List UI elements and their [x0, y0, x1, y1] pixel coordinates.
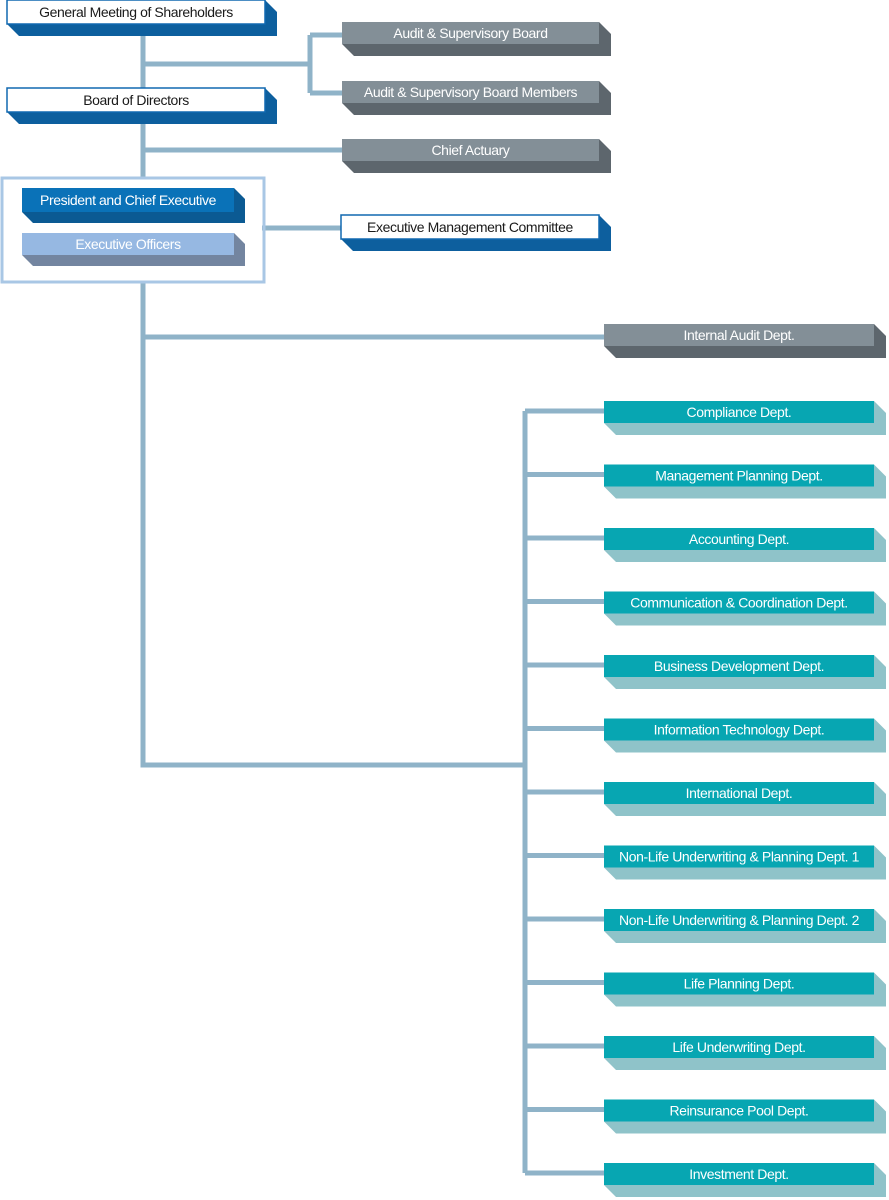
box-audit-board-depth [342, 22, 611, 56]
box-department-13-face [604, 1163, 874, 1185]
box-department-4-label: Communication & Coordination Dept. [630, 595, 848, 611]
box-audit-members-label: Audit & Supervisory Board Members [364, 84, 578, 100]
box-department-3: Accounting Dept. [604, 528, 886, 562]
box-president-label: President and Chief Executive [40, 192, 217, 208]
box-audit-board-face [342, 22, 599, 44]
box-department-7-label: International Dept. [686, 785, 793, 801]
box-board-of-directors: Board of Directors [6, 87, 277, 124]
box-department-9-depth [604, 909, 886, 943]
box-chief-actuary: Chief Actuary [342, 139, 611, 173]
box-general-meeting-face [6, 0, 266, 25]
box-general-meeting-label: General Meeting of Shareholders [39, 4, 233, 20]
box-department-1-label: Compliance Dept. [687, 404, 792, 420]
box-department-3-face [604, 528, 874, 550]
box-department-12: Reinsurance Pool Dept. [604, 1099, 886, 1134]
box-department-13-depth [604, 1163, 886, 1197]
box-department-10-depth [604, 972, 886, 1007]
box-department-4-face [604, 591, 874, 614]
box-department-1-face [604, 401, 874, 423]
box-chief-actuary-depth [342, 139, 611, 173]
box-department-8: Non-Life Underwriting & Planning Dept. 1 [604, 845, 886, 880]
box-department-11-face [604, 1036, 874, 1058]
connector-lines [140, 30, 604, 1176]
box-executive-officers-face [22, 233, 234, 255]
box-department-9-label: Non-Life Underwriting & Planning Dept. 2 [619, 912, 860, 928]
box-department-8-depth [604, 845, 886, 880]
box-president-face [22, 188, 234, 212]
box-department-11-depth [604, 1036, 886, 1070]
box-executive-officers-label: Executive Officers [75, 236, 181, 252]
box-department-6-label: Information Technology Dept. [654, 722, 825, 738]
box-department-5-label: Business Development Dept. [654, 658, 824, 674]
box-audit-members-face [342, 81, 599, 103]
box-department-7: International Dept. [604, 782, 886, 816]
box-executive-committee-face [340, 214, 600, 240]
connector-main-trunk [140, 282, 525, 768]
box-board-of-directors-depth [7, 88, 277, 124]
box-executive-officers: Executive Officers [22, 233, 245, 266]
box-department-2: Management Planning Dept. [604, 464, 886, 499]
box-department-6-depth [604, 718, 886, 753]
box-board-of-directors-label: Board of Directors [83, 92, 189, 108]
box-department-7-depth [604, 782, 886, 816]
box-department-4: Communication & Coordination Dept. [604, 591, 886, 626]
box-executive-officers-depth [22, 233, 245, 266]
box-department-10: Life Planning Dept. [604, 972, 886, 1007]
box-general-meeting-depth [7, 0, 277, 36]
box-department-3-label: Accounting Dept. [689, 531, 789, 547]
executive-group-frame [0, 176, 266, 284]
box-department-2-depth [604, 464, 886, 499]
box-audit-board: Audit & Supervisory Board [342, 22, 611, 56]
box-department-11: Life Underwriting Dept. [604, 1036, 886, 1070]
box-department-8-face [604, 845, 874, 868]
box-internal-audit-depth [604, 324, 886, 358]
box-president: President and Chief Executive [22, 188, 245, 223]
box-executive-committee: Executive Management Committee [340, 214, 611, 251]
box-department-9-face [604, 909, 874, 931]
box-internal-audit: Internal Audit Dept. [604, 324, 886, 358]
box-department-12-label: Reinsurance Pool Dept. [669, 1103, 808, 1119]
box-chief-actuary-face [342, 139, 599, 161]
box-audit-members: Audit & Supervisory Board Members [342, 81, 611, 115]
box-internal-audit-label: Internal Audit Dept. [683, 327, 794, 343]
box-general-meeting: General Meeting of Shareholders [6, 0, 277, 36]
box-chief-actuary-label: Chief Actuary [431, 142, 509, 158]
connector-audit-boxes [307, 32, 342, 96]
box-department-4-depth [604, 591, 886, 626]
box-department-5: Business Development Dept. [604, 655, 886, 689]
box-president-depth [22, 188, 245, 223]
box-department-2-label: Management Planning Dept. [655, 468, 822, 484]
box-executive-committee-label: Executive Management Committee [367, 219, 573, 235]
box-department-1: Compliance Dept. [604, 401, 886, 435]
box-department-12-depth [604, 1099, 886, 1134]
box-department-10-label: Life Planning Dept. [684, 976, 795, 992]
box-department-5-face [604, 655, 874, 677]
box-audit-members-depth [342, 81, 611, 115]
box-department-5-depth [604, 655, 886, 689]
box-department-12-face [604, 1099, 874, 1122]
box-department-10-face [604, 972, 874, 995]
box-audit-board-label: Audit & Supervisory Board [393, 25, 547, 41]
box-department-6: Information Technology Dept. [604, 718, 886, 753]
box-department-1-depth [604, 401, 886, 435]
box-department-13: Investment Dept. [604, 1163, 886, 1197]
box-department-9: Non-Life Underwriting & Planning Dept. 2 [604, 909, 886, 943]
box-department-11-label: Life Underwriting Dept. [672, 1039, 805, 1055]
box-board-of-directors-face [6, 87, 266, 113]
box-department-8-label: Non-Life Underwriting & Planning Dept. 1 [619, 849, 860, 865]
box-department-2-face [604, 464, 874, 487]
box-executive-committee-depth [341, 215, 611, 251]
box-department-6-face [604, 718, 874, 741]
box-department-7-face [604, 782, 874, 804]
box-department-13-label: Investment Dept. [689, 1166, 788, 1182]
box-department-3-depth [604, 528, 886, 562]
box-internal-audit-face [604, 324, 874, 346]
